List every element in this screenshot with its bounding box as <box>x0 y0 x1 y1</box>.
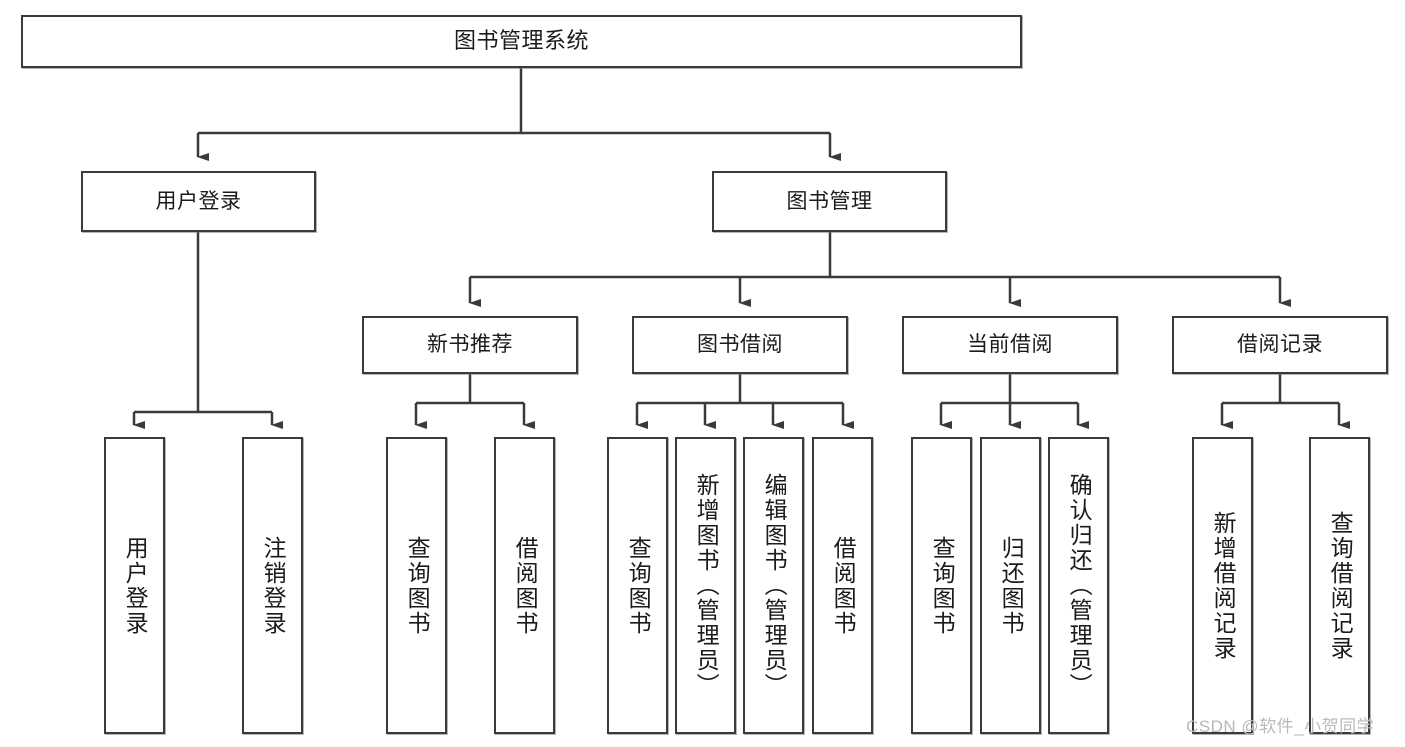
leaf-query-book-current[interactable]: 查询图书 <box>911 437 972 734</box>
node-label: 查询图书 <box>625 535 652 636</box>
node-label: 查询借阅记录 <box>1327 510 1354 661</box>
leaf-user-login[interactable]: 用户登录 <box>104 437 165 734</box>
leaf-query-book-recommend[interactable]: 查询图书 <box>386 437 447 734</box>
leaf-confirm-return-admin[interactable]: 确认归还（管理员） <box>1048 437 1109 734</box>
node-label: 新增图书（管理员） <box>693 473 720 698</box>
node-user-login[interactable]: 用户登录 <box>81 171 316 232</box>
watermark: CSDN @软件_小贺同学 <box>1186 717 1375 736</box>
leaf-logout[interactable]: 注销登录 <box>242 437 303 734</box>
node-current-borrow[interactable]: 当前借阅 <box>902 316 1118 374</box>
node-book-borrow[interactable]: 图书借阅 <box>632 316 848 374</box>
node-label: 当前借阅 <box>967 333 1053 357</box>
leaf-return-book[interactable]: 归还图书 <box>980 437 1041 734</box>
node-label: 用户登录 <box>122 535 149 636</box>
leaf-query-borrow-record[interactable]: 查询借阅记录 <box>1309 437 1370 734</box>
node-label: 查询图书 <box>404 535 431 636</box>
node-label: 图书借阅 <box>697 333 783 357</box>
node-label: 图书管理系统 <box>453 28 589 54</box>
node-label: 借阅记录 <box>1237 333 1323 357</box>
leaf-add-borrow-record[interactable]: 新增借阅记录 <box>1192 437 1253 734</box>
node-label: 用户登录 <box>155 189 242 213</box>
node-label: 图书管理 <box>786 189 873 213</box>
node-label: 归还图书 <box>998 535 1025 636</box>
node-new-book-recommend[interactable]: 新书推荐 <box>362 316 578 374</box>
leaf-borrow-book-recommend[interactable]: 借阅图书 <box>494 437 555 734</box>
node-label: 查询图书 <box>929 535 956 636</box>
node-label: 确认归还（管理员） <box>1066 473 1093 698</box>
node-book-management-system[interactable]: 图书管理系统 <box>21 15 1022 68</box>
node-borrow-record[interactable]: 借阅记录 <box>1172 316 1388 374</box>
node-label: 新增借阅记录 <box>1210 510 1237 661</box>
leaf-edit-book-admin[interactable]: 编辑图书（管理员） <box>743 437 804 734</box>
node-label: 借阅图书 <box>830 535 857 636</box>
node-label: 编辑图书（管理员） <box>761 473 788 698</box>
node-label: 借阅图书 <box>512 535 539 636</box>
node-label: 注销登录 <box>260 535 287 636</box>
leaf-borrow-book[interactable]: 借阅图书 <box>812 437 873 734</box>
leaf-add-book-admin[interactable]: 新增图书（管理员） <box>675 437 736 734</box>
leaf-query-book-borrow[interactable]: 查询图书 <box>607 437 668 734</box>
node-label: 新书推荐 <box>427 333 513 357</box>
node-book-management[interactable]: 图书管理 <box>712 171 947 232</box>
